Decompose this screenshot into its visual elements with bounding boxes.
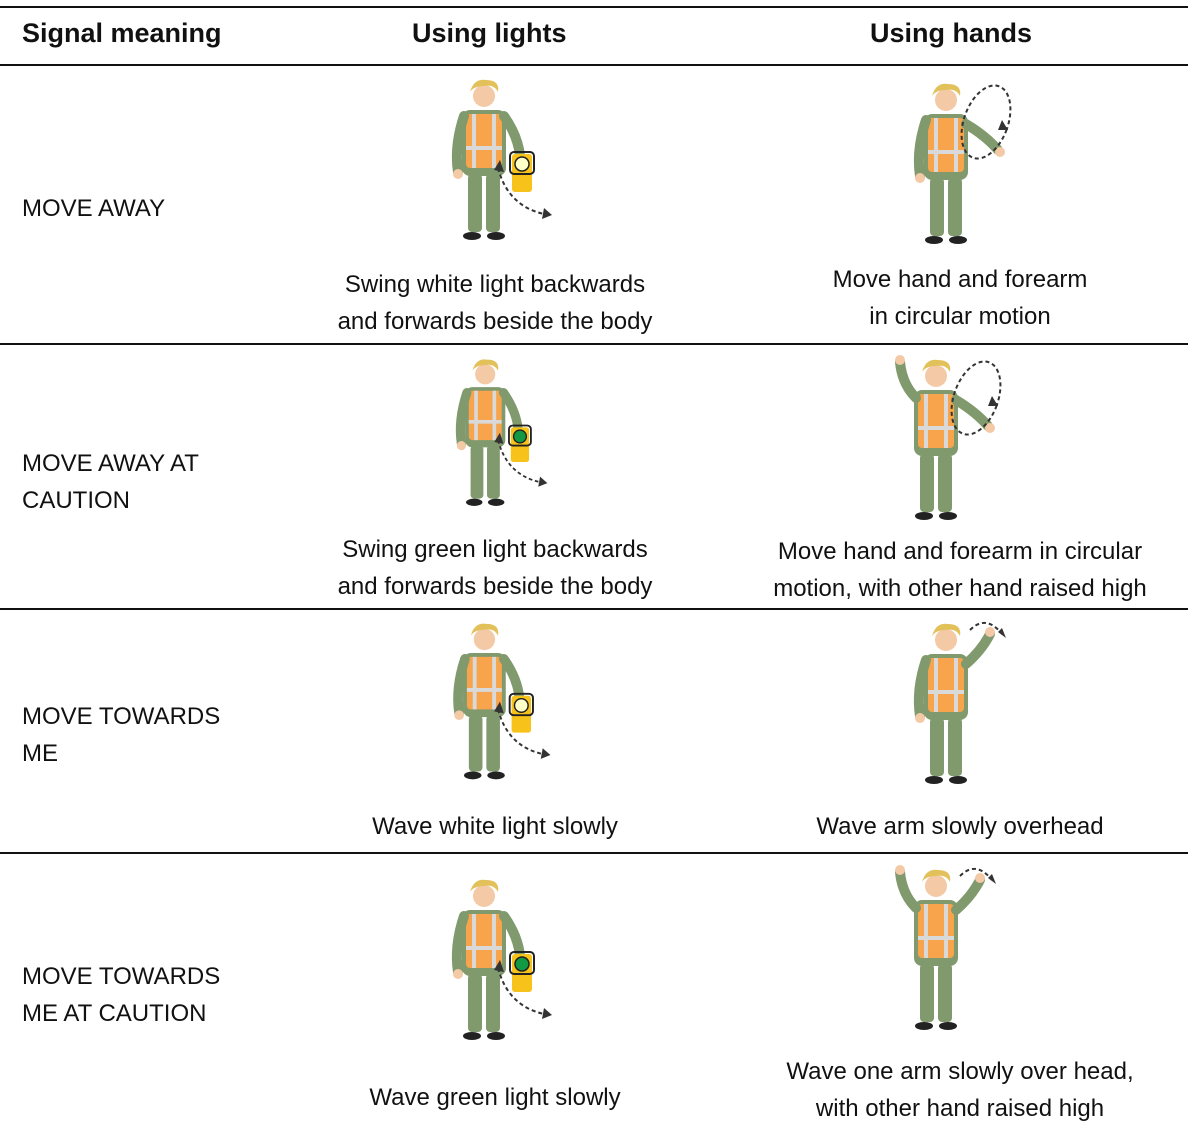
worker-illustration [453, 623, 551, 780]
meaning-line: MOVE AWAY AT [22, 450, 199, 477]
hands-figure-row-3 [913, 622, 1006, 784]
worker-illustration [455, 359, 548, 506]
worker-illustration [913, 622, 1006, 784]
lights-figure-row-1 [451, 79, 552, 240]
row-divider-1 [0, 343, 1188, 345]
meaning-line: CAUTION [22, 487, 130, 514]
hands-caption-row-2: Move hand and forearm in circular motion… [745, 533, 1175, 607]
meaning-line: ME [22, 740, 58, 767]
caption-line: and forwards beside the body [337, 573, 653, 600]
caption-line: Wave arm slowly overhead [816, 813, 1104, 840]
hands-caption-row-3: Wave arm slowly overhead [760, 808, 1160, 845]
lights-figure-row-2 [455, 359, 548, 506]
caption-line: Wave one arm slowly over head, [786, 1058, 1134, 1085]
meaning-line: ME AT CAUTION [22, 1000, 207, 1027]
top-rule [0, 6, 1188, 8]
lights-caption-row-4: Wave green light slowly [300, 1079, 690, 1116]
caption-line: in circular motion [869, 303, 1051, 330]
caption-line: and forwards beside the body [337, 308, 653, 335]
hands-figure-row-2 [895, 355, 1002, 520]
lamp-icon [508, 692, 534, 733]
hands-caption-row-4: Wave one arm slowly over head, with othe… [760, 1053, 1160, 1127]
caption-line: Swing white light backwards [344, 271, 646, 298]
worker-illustration [913, 83, 1012, 244]
signal-meaning-row-1: MOVE AWAY [22, 190, 282, 227]
worker-illustration [895, 355, 1002, 520]
worker-illustration [451, 879, 552, 1040]
meaning-line: MOVE TOWARDS [22, 703, 221, 730]
lamp-icon [508, 424, 532, 463]
row-divider-2 [0, 608, 1188, 610]
caption-line: Move hand and forearm in circular [777, 538, 1143, 565]
caption-line: Move hand and forearm [832, 266, 1088, 293]
lamp-icon [509, 951, 535, 992]
lights-figure-row-3 [453, 623, 551, 780]
header-using-hands: Using hands [870, 18, 1033, 48]
meaning-line: MOVE TOWARDS [22, 963, 221, 990]
caption-line: with other hand raised high [815, 1095, 1105, 1122]
meaning-line: MOVE AWAY [22, 195, 166, 222]
header-rule [0, 64, 1188, 66]
header-signal-meaning: Signal meaning [22, 18, 222, 48]
lights-caption-row-3: Wave white light slowly [300, 808, 690, 845]
caption-line: Wave white light slowly [372, 813, 618, 840]
signal-meaning-row-2: MOVE AWAY AT CAUTION [22, 445, 282, 519]
caption-line: Swing green light backwards [342, 536, 648, 563]
header-using-lights: Using lights [412, 18, 567, 48]
signal-meaning-row-3: MOVE TOWARDS ME [22, 698, 282, 772]
row-divider-3 [0, 852, 1188, 854]
caption-line: motion, with other hand raised high [773, 575, 1147, 602]
caption-line: Wave green light slowly [369, 1084, 621, 1111]
hands-caption-row-1: Move hand and forearm in circular motion [760, 261, 1160, 335]
lights-figure-row-4 [451, 879, 552, 1040]
worker-illustration [895, 865, 996, 1030]
hands-figure-row-1 [913, 83, 1012, 244]
hands-figure-row-4 [895, 865, 996, 1030]
lamp-icon [509, 151, 535, 192]
worker-illustration [451, 79, 552, 240]
lights-caption-row-2: Swing green light backwards and forwards… [300, 531, 690, 605]
signal-meaning-row-4: MOVE TOWARDS ME AT CAUTION [22, 958, 282, 1032]
lights-caption-row-1: Swing white light backwards and forwards… [300, 266, 690, 340]
